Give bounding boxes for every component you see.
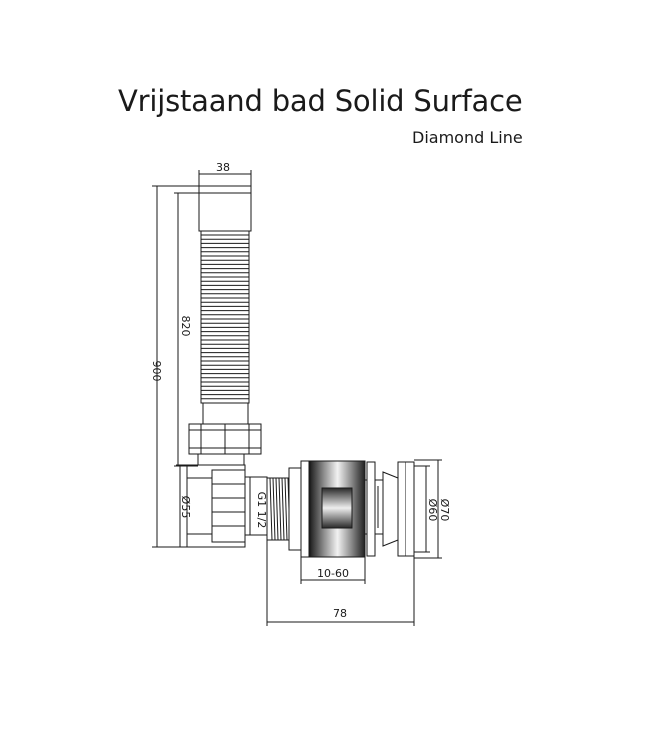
dim-plug-diameter-label: Ø60 <box>426 499 439 522</box>
trap-connector <box>244 476 268 536</box>
dim-78 <box>266 540 415 626</box>
threaded-body <box>266 477 291 541</box>
overflow-head <box>198 185 252 232</box>
plug-flange <box>366 461 415 557</box>
dim-thread-label: G1 1/2 <box>255 492 268 529</box>
dim-38 <box>198 170 252 186</box>
lock-nut <box>288 460 310 558</box>
dim-820-label: 820 <box>179 316 192 337</box>
page-title: Vrijstaand bad Solid Surface <box>118 84 523 118</box>
dim-trap-diameter-label: Ø55 <box>179 496 192 519</box>
dim-flange-diameter <box>414 459 442 559</box>
dim-plug-diameter <box>414 465 430 553</box>
thread-line <box>275 477 279 541</box>
union-neck <box>197 453 245 467</box>
dim-38-label: 38 <box>216 161 230 174</box>
thread-line <box>284 477 288 541</box>
corrugated-hose <box>200 230 250 404</box>
hose-collar <box>202 402 249 426</box>
trap-body <box>186 464 246 548</box>
dim-flange-diameter-label: Ø70 <box>438 499 451 522</box>
dim-820 <box>174 192 199 467</box>
dim-10-60-label: 10-60 <box>317 567 349 580</box>
thread-line <box>278 477 282 541</box>
bath-wall-chrome <box>309 460 366 558</box>
thread-line <box>281 477 285 541</box>
dim-trap-diameter <box>176 464 187 548</box>
dim-78-label: 78 <box>333 607 347 620</box>
page-subtitle: Diamond Line <box>412 128 523 147</box>
thread-line <box>269 477 273 541</box>
thread-line <box>272 477 276 541</box>
dim-900-label: 900 <box>150 361 163 382</box>
union-nut <box>188 423 262 455</box>
dim-10-60 <box>300 557 366 584</box>
